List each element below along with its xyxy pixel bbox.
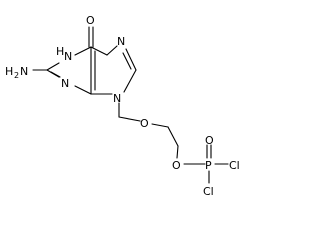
bond-ch2-o-ester — [176, 145, 179, 159]
atom-label-amine-n: N — [20, 65, 28, 78]
atom-label-n1: N — [64, 50, 72, 63]
bond-c2-n3-inner — [50, 71, 61, 78]
atom-label-n3: N — [61, 77, 69, 90]
atom-labels: O N H N H 2 N N N O O P O Cl Cl — [5, 14, 240, 198]
atom-label-n7: N — [117, 35, 125, 48]
atom-label-o-carbonyl: O — [86, 14, 95, 27]
molecule-diagram: O N H N H 2 N N N O O P O Cl Cl — [5, 14, 240, 198]
bond-n1-c2 — [46, 62, 60, 71]
bond-o-ch2 — [151, 123, 169, 128]
bond-n3-c4 — [74, 85, 92, 95]
atom-label-o-phosphoryl: O — [205, 134, 214, 147]
bond-c5-c6 — [90, 46, 108, 56]
bonds — [32, 26, 229, 184]
atom-label-p: P — [205, 159, 212, 172]
atom-label-amine-subscript: 2 — [14, 71, 19, 80]
atom-label-n9: N — [113, 92, 121, 105]
bond-n7-c8 — [125, 48, 137, 71]
atom-label-amine-h: H — [5, 65, 13, 78]
bond-c5-n7 — [106, 45, 118, 56]
atom-label-cl-upper: Cl — [229, 159, 240, 172]
atom-label-cl-lower: Cl — [203, 185, 214, 198]
bond-ch2-o — [118, 116, 141, 122]
atom-label-o-ester: O — [172, 159, 181, 172]
bond-c6-n1 — [74, 46, 92, 56]
atom-label-o-ether: O — [140, 117, 149, 130]
atom-label-n1-h: H — [56, 45, 64, 58]
structure-svg: O N H N H 2 N N N O O P O Cl Cl — [5, 14, 240, 198]
bond-c8-n9 — [123, 69, 137, 93]
bond-n7-c8-inner — [122, 52, 132, 70]
bond-ch2-ch2 — [167, 126, 179, 147]
